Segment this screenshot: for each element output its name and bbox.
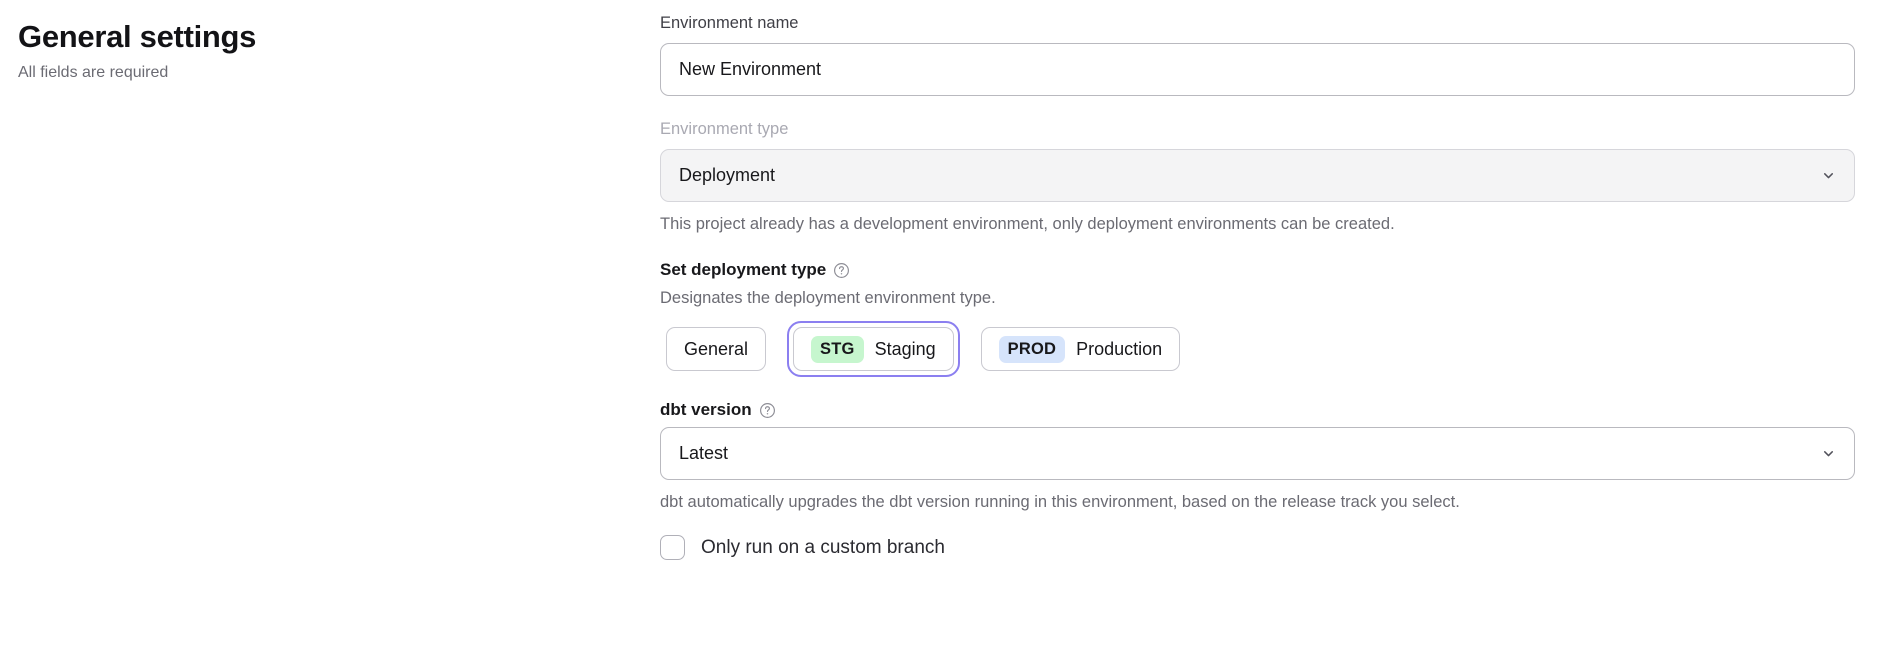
environment-type-label: Environment type <box>660 120 789 138</box>
dbt-version-helper-text: dbt automatically upgrades the dbt versi… <box>660 493 1460 511</box>
dbt-version-select[interactable]: Latest <box>660 427 1855 480</box>
deployment-type-option-staging-label: Staging <box>874 339 936 359</box>
deployment-type-option-group: General STG Staging PROD Production <box>660 321 1855 377</box>
dbt-version-label-row: dbt version <box>660 399 1855 421</box>
deployment-type-option-general-label: General <box>684 339 749 359</box>
deployment-type-option-production-wrap: PROD Production <box>975 321 1187 377</box>
page-subtitle: All fields are required <box>18 64 169 81</box>
production-badge: PROD <box>998 335 1066 363</box>
dbt-version-value: Latest <box>679 443 729 463</box>
custom-branch-row[interactable]: Only run on a custom branch <box>660 535 1855 560</box>
deployment-type-field: Set deployment type Designates the deplo… <box>660 259 1855 377</box>
environment-name-field: Environment name <box>660 12 1855 96</box>
page-title: General settings <box>18 19 257 54</box>
deployment-type-option-production[interactable]: PROD Production <box>980 327 1181 371</box>
custom-branch-checkbox[interactable] <box>660 535 685 560</box>
deployment-type-option-staging[interactable]: STG Staging <box>793 327 954 371</box>
deployment-type-description: Designates the deployment environment ty… <box>660 289 996 307</box>
environment-name-input[interactable] <box>660 43 1855 96</box>
settings-header-column: General settings All fields are required <box>0 0 660 84</box>
staging-badge: STG <box>811 335 864 363</box>
dbt-version-label: dbt version <box>660 400 752 419</box>
deployment-type-option-production-label: Production <box>1076 339 1163 359</box>
environment-type-helper-text: This project already has a development e… <box>660 215 1395 233</box>
environment-type-select[interactable]: Deployment <box>660 149 1855 202</box>
deployment-type-option-staging-wrap: STG Staging <box>787 321 960 377</box>
deployment-type-label: Set deployment type <box>660 260 827 279</box>
help-circle-icon[interactable] <box>833 262 850 279</box>
dbt-version-field: dbt version Latest dbt automatica <box>660 399 1855 513</box>
environment-type-field: Environment type Deployment This project… <box>660 118 1855 235</box>
settings-form-column: Environment name Environment type Deploy… <box>660 0 1888 560</box>
environment-name-label: Environment name <box>660 14 799 32</box>
deployment-type-option-general-wrap: General <box>660 321 772 377</box>
help-circle-icon[interactable] <box>759 402 776 419</box>
deployment-type-label-row: Set deployment type <box>660 259 1855 281</box>
chevron-down-icon <box>1821 446 1836 461</box>
chevron-down-icon <box>1821 168 1836 183</box>
custom-branch-label: Only run on a custom branch <box>701 537 945 558</box>
environment-type-value: Deployment <box>679 165 776 185</box>
deployment-type-option-general[interactable]: General <box>666 327 767 371</box>
